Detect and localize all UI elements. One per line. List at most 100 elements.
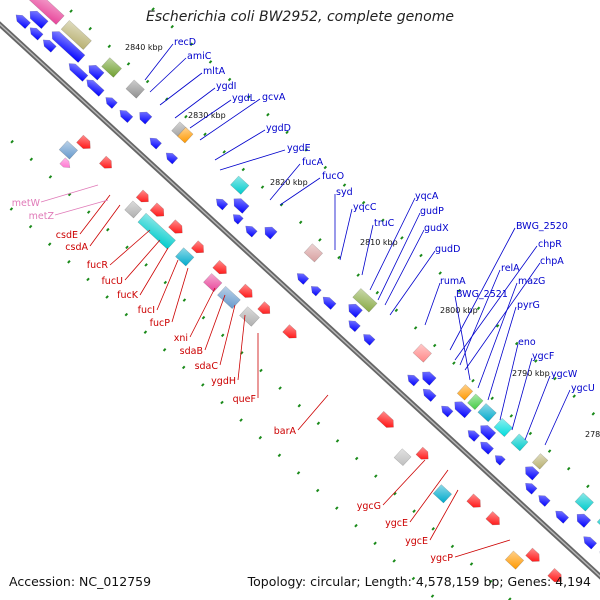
gene-highlight bbox=[166, 152, 178, 165]
gene-feature bbox=[583, 536, 598, 550]
leader-line bbox=[189, 99, 232, 129]
ring-dot bbox=[316, 421, 321, 426]
gene-feature bbox=[422, 388, 437, 402]
gene-highlight bbox=[99, 156, 112, 169]
ring-dot bbox=[534, 359, 538, 363]
gene-highlight bbox=[466, 493, 481, 508]
leader-line bbox=[149, 57, 187, 93]
gene-feature bbox=[215, 198, 229, 211]
ring-dot bbox=[126, 62, 131, 66]
leader-line bbox=[40, 184, 99, 203]
leader-line bbox=[424, 282, 441, 326]
ring-dot bbox=[222, 150, 226, 154]
ring-dot bbox=[335, 506, 339, 510]
gene-highlight bbox=[348, 320, 361, 332]
ring-dot bbox=[373, 541, 377, 546]
leader-line bbox=[237, 314, 246, 381]
leader-line bbox=[487, 306, 517, 401]
gene-highlight bbox=[59, 157, 70, 168]
gene-feature bbox=[257, 301, 271, 315]
gene-highlight bbox=[467, 430, 480, 442]
ring-dot bbox=[572, 394, 576, 398]
leader-line bbox=[174, 87, 216, 119]
ring-dot bbox=[450, 544, 455, 549]
ring-dot bbox=[227, 77, 232, 82]
ring-dot bbox=[586, 484, 590, 489]
gene-highlight bbox=[233, 214, 244, 225]
ring-dot bbox=[337, 255, 341, 260]
gene-feature bbox=[212, 260, 227, 275]
gene-highlight bbox=[217, 286, 241, 309]
leader-line bbox=[159, 72, 203, 106]
gene-feature bbox=[576, 513, 592, 528]
gene-feature bbox=[525, 466, 540, 481]
ring-dot bbox=[220, 333, 225, 338]
gene-highlight bbox=[177, 127, 194, 144]
gene-highlight bbox=[76, 135, 91, 149]
gene-feature bbox=[239, 306, 260, 327]
ring-dot bbox=[476, 306, 481, 311]
ring-dot bbox=[553, 376, 557, 381]
ring-dot bbox=[591, 412, 596, 416]
ring-dot bbox=[413, 326, 418, 330]
gene-label: ygcP bbox=[430, 553, 453, 564]
gene-feature bbox=[175, 247, 195, 267]
gene-feature bbox=[456, 384, 474, 401]
ring-dot bbox=[361, 200, 366, 205]
gene-feature bbox=[165, 152, 179, 165]
gene-highlight bbox=[304, 243, 323, 263]
ring-dot bbox=[9, 207, 14, 211]
gene-highlight bbox=[394, 448, 412, 466]
ring-dot bbox=[297, 403, 302, 408]
gene-highlight bbox=[441, 406, 454, 418]
gene-feature bbox=[238, 283, 253, 298]
genome-summary-text: Topology: circular; Length: 4,578,159 bp… bbox=[247, 574, 591, 589]
gene-feature bbox=[149, 137, 162, 150]
leader-line bbox=[464, 262, 541, 371]
gene-feature bbox=[101, 57, 122, 78]
gene-highlight bbox=[105, 97, 118, 109]
gene-feature bbox=[119, 109, 134, 124]
gene-highlight bbox=[30, 27, 44, 41]
ring-dot bbox=[566, 466, 571, 471]
gene-highlight bbox=[26, 0, 65, 25]
gene-highlight bbox=[88, 65, 105, 81]
gene-label: ygdD bbox=[266, 123, 291, 134]
ring-dot bbox=[143, 330, 148, 334]
gene-feature bbox=[547, 568, 562, 583]
gene-feature bbox=[407, 374, 420, 387]
gene-label: BWG_2521 bbox=[456, 289, 508, 300]
leader-line bbox=[339, 208, 353, 261]
gene-label: ygcW bbox=[551, 369, 578, 380]
gene-highlight bbox=[423, 389, 437, 402]
leader-line bbox=[454, 245, 538, 361]
gene-feature bbox=[555, 510, 570, 524]
gene-highlight bbox=[407, 374, 420, 387]
gene-highlight bbox=[61, 20, 92, 50]
ring-dot bbox=[298, 220, 303, 225]
gene-highlight bbox=[525, 466, 540, 481]
gene-label: fucR bbox=[87, 260, 109, 271]
gene-feature bbox=[15, 14, 31, 30]
ring-dot bbox=[431, 527, 435, 531]
ring-dot bbox=[163, 280, 168, 285]
gene-highlight bbox=[16, 14, 31, 29]
ring-dot bbox=[392, 559, 396, 563]
leader-line bbox=[214, 129, 266, 161]
gene-feature bbox=[88, 65, 105, 81]
gene-highlight bbox=[583, 536, 597, 550]
ring-dot bbox=[182, 298, 187, 302]
ring-dot bbox=[151, 7, 155, 11]
gene-feature bbox=[376, 410, 394, 428]
gene-label: gudD bbox=[435, 244, 460, 255]
ring-dot bbox=[88, 26, 92, 31]
ring-dot bbox=[189, 42, 194, 47]
gene-feature bbox=[191, 240, 204, 254]
leader-line bbox=[109, 229, 151, 266]
ring-dot bbox=[125, 245, 129, 250]
map-title: Escherichia coli BW2952, complete genome bbox=[146, 9, 454, 25]
ring-dot bbox=[259, 368, 263, 373]
gene-feature bbox=[125, 79, 145, 99]
gene-highlight bbox=[376, 411, 394, 428]
